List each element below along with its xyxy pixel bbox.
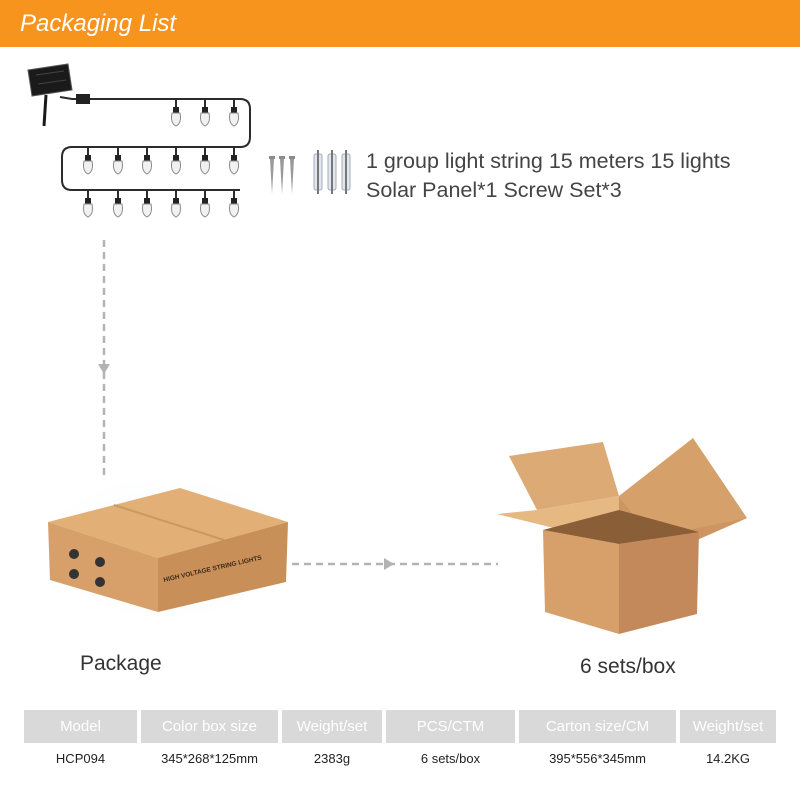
header-pcs-ctm: PCS/CTM [386,710,515,743]
flow-arrow-right [292,558,498,570]
header-bar: Packaging List [0,0,800,47]
cell-pcs-ctm: 6 sets/box [420,750,481,766]
flow-arrow-down [98,240,110,476]
carton-caption: 6 sets/box [580,655,676,678]
carton-box-image [497,438,747,634]
bulb-icon [171,147,181,175]
bulb-icon [142,190,152,218]
contents-line-2: Solar Panel*1 Screw Set*3 [366,178,622,202]
wall-anchor-icon [341,150,351,194]
bulb-icon [200,99,210,127]
cell-weight-per-set: 2383g [313,750,351,766]
bulb-icon [171,190,181,218]
package-caption: Package [80,652,162,675]
header-weight-per-set: Weight/set [282,710,382,743]
header-carton-size: Carton size/CM [519,710,676,743]
header-model: Model [24,710,137,743]
bulb-icon [229,147,239,175]
screw-icon [279,156,285,194]
bulb-icon [113,190,123,218]
bulb-icon [200,147,210,175]
header-carton-weight: Weight/set [680,710,776,743]
product-box-image: HIGH VOLTAGE STRING LIGHTS [30,470,300,626]
spec-table-row: HCP094 345*268*125mm 2383g 6 sets/box 39… [24,743,776,773]
screw-icon [289,156,295,194]
bulb-icon [229,190,239,218]
contents-line-1: 1 group light string 15 meters 15 lights [366,149,731,173]
header-color-box-size: Color box size [141,710,278,743]
wall-anchor-icon [313,150,323,194]
bulb-icon [83,147,93,175]
screw-set-icon [269,150,351,194]
bulb-icon [229,99,239,127]
bulb-icon [200,190,210,218]
spec-table-header: Model Color box size Weight/set PCS/CTM … [24,710,776,743]
wall-anchor-icon [327,150,337,194]
cell-carton-size: 395*556*345mm [549,750,646,766]
light-string-illustration [27,63,251,218]
bulb-icon [113,147,123,175]
cell-color-box-size: 345*268*125mm [161,750,258,766]
bulb-icon [171,99,181,127]
page-title: Packaging List [20,10,177,37]
screw-icon [269,156,275,194]
cell-carton-weight: 14.2KG [705,750,751,766]
bulb-icon [83,190,93,218]
cell-model: HCP094 [55,750,106,766]
spec-table: Model Color box size Weight/set PCS/CTM … [24,710,776,773]
bulb-icon [142,147,152,175]
